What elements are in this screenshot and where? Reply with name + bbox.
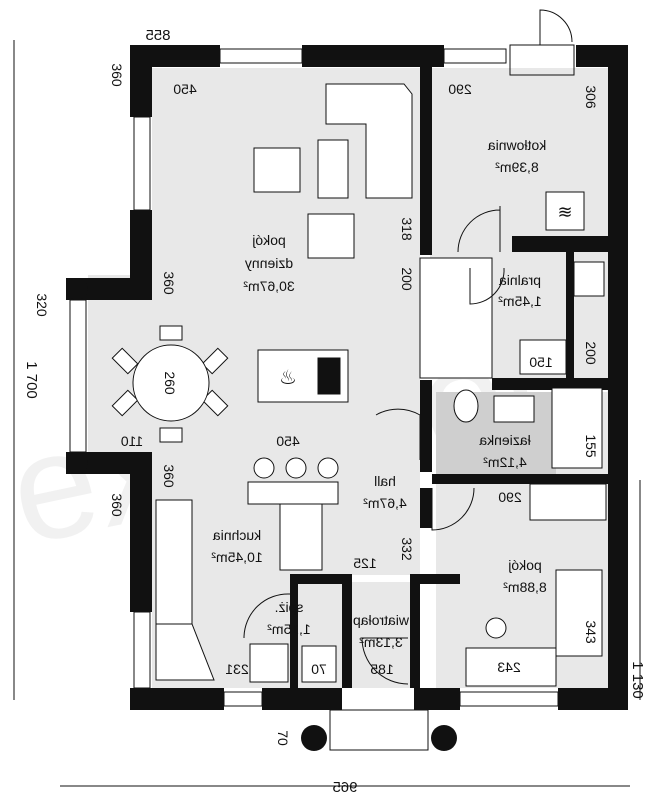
shelf [301, 645, 337, 683]
sink-corner [155, 623, 215, 681]
bar-stools [253, 457, 339, 479]
dim-70-a: 70 [311, 661, 327, 677]
vestibule-area: 3,13m² [359, 634, 403, 650]
dim-70-b: 70 [275, 730, 291, 746]
dim-231: 231 [225, 661, 249, 677]
living-area: 30,67m² [243, 278, 295, 294]
boiler-area: 8,39m² [495, 159, 539, 175]
bathroom-area: 4,12m² [483, 454, 527, 470]
toilet [453, 389, 479, 423]
dim-290-mid: 290 [498, 489, 522, 505]
porch-column [301, 725, 327, 751]
dim-bay-width: 320 [34, 293, 50, 317]
armchair [307, 213, 355, 259]
desk [465, 647, 557, 687]
shower [551, 387, 603, 469]
sofa [325, 83, 413, 199]
living-name: pokój [252, 232, 285, 248]
dim-450-top: 450 [173, 81, 197, 97]
chair [485, 617, 507, 639]
porch-column [431, 725, 457, 751]
dim-306: 306 [583, 85, 599, 109]
dim-110: 110 [121, 433, 144, 449]
column [66, 452, 88, 474]
boiler-name: kotłownia [488, 137, 547, 153]
armchair [253, 147, 301, 193]
dim-200-a: 200 [399, 267, 415, 291]
dim-table: 260 [162, 371, 178, 395]
dim-200-b: 200 [583, 341, 599, 365]
washer [573, 261, 605, 297]
room-name: pokój [508, 557, 541, 573]
dim-450-mid: 450 [276, 433, 300, 449]
room-area: 8,88m² [503, 579, 547, 595]
heating-icon: ≋ [557, 202, 572, 222]
dim-top-width: 855 [145, 27, 170, 44]
windows [69, 48, 559, 707]
hall-name: hall [374, 473, 396, 489]
dim-243: 243 [497, 659, 521, 675]
door-swings [243, 9, 575, 685]
fridge [249, 643, 289, 683]
laundry-area: 1,45m² [498, 293, 542, 309]
dim-185: 185 [370, 661, 394, 677]
dim-360-d: 360 [109, 493, 125, 517]
counter [247, 481, 339, 505]
dim-318: 318 [399, 217, 415, 241]
dim-total-width: 965 [332, 779, 357, 796]
vertical-labels: 1 700 1 130 320 360 360 360 360 306 318 … [23, 63, 646, 746]
dim-290-top: 290 [448, 81, 472, 97]
laundry-name: pralnia [499, 272, 541, 288]
dim-360-b: 360 [161, 271, 177, 295]
walls [66, 45, 628, 710]
bathroom-name: łazienka [479, 432, 531, 448]
dim-360-a: 360 [109, 63, 125, 87]
pantry-area: 1,15m² [267, 621, 311, 637]
boiler [545, 191, 585, 231]
living-name2: dzienny [245, 255, 293, 271]
washbasin [493, 395, 535, 423]
dimension-lines [13, 40, 641, 787]
kitchen-counter [155, 499, 193, 625]
furniture [155, 83, 607, 687]
vestibule-name: wiatrołap [353, 612, 410, 628]
fire-icon: ♨ [279, 367, 297, 389]
dim-155: 155 [583, 434, 599, 458]
hall-area: 4,67m² [363, 495, 407, 511]
coffee-table [317, 139, 349, 199]
labels: pokój dzienny 30,67m² kotłownia 8,39m² p… [121, 27, 553, 796]
dim-height-right: 1 130 [629, 661, 646, 699]
dim-total-height: 1 700 [23, 361, 40, 399]
dim-150: 150 [529, 354, 553, 370]
vestibule-floor [352, 582, 410, 688]
pantry-name: spiż. [275, 599, 304, 615]
bed [555, 569, 603, 657]
dim-343: 343 [583, 620, 599, 644]
column [66, 278, 88, 300]
porch-step [329, 709, 429, 751]
dim-360-c: 360 [161, 464, 177, 488]
dim-125: 125 [353, 555, 377, 571]
dining-table [111, 325, 229, 443]
dim-332: 332 [399, 537, 415, 561]
kitchen-name: kuchnia [213, 527, 261, 543]
stove [279, 503, 323, 571]
laundry-sink [519, 339, 567, 375]
stairs-area [419, 257, 493, 379]
wardrobe [529, 483, 607, 521]
kitchen-area: 10,45m² [211, 549, 263, 565]
